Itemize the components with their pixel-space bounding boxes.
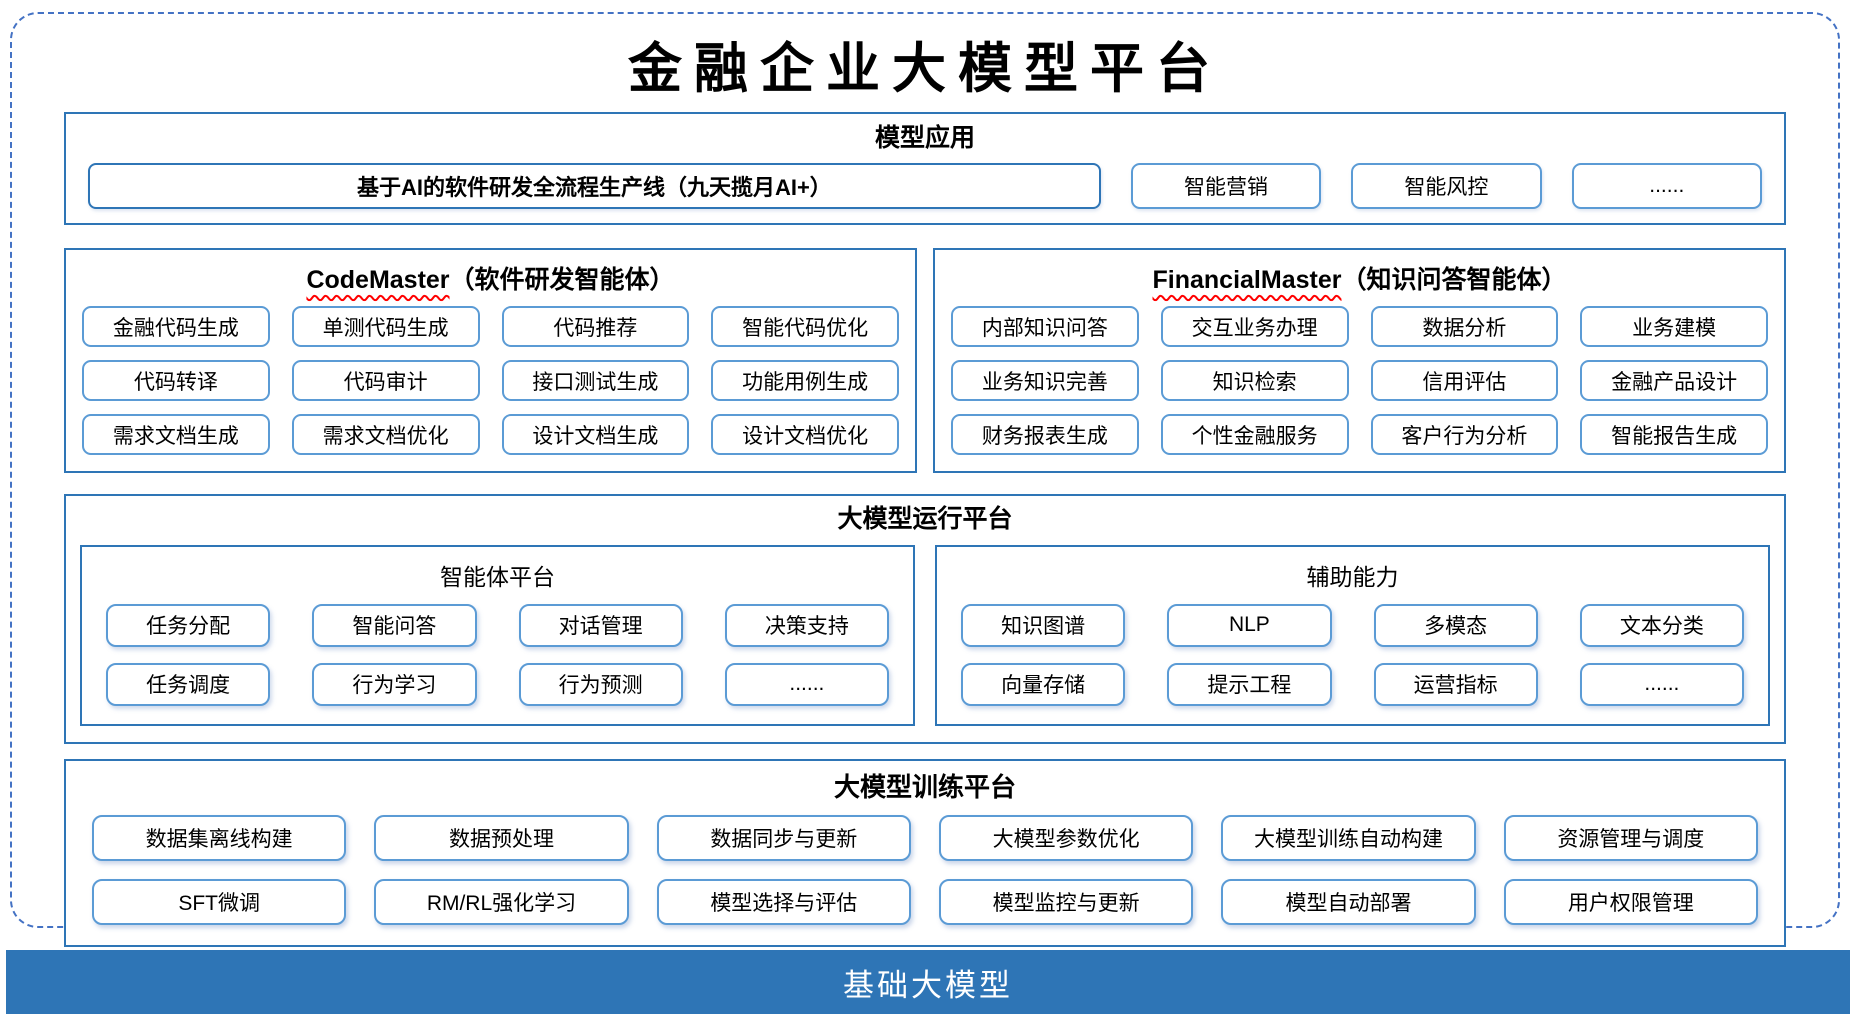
- financial-master-name: FinancialMaster: [1152, 266, 1342, 295]
- capability-chip: 信用评估: [1370, 360, 1559, 402]
- app-chip: ......: [1571, 163, 1762, 210]
- code-master-name: CodeMaster: [306, 266, 450, 295]
- capability-chip: 模型选择与评估: [656, 879, 911, 925]
- capability-chip: 财务报表生成: [951, 414, 1139, 456]
- runtime-row: 智能体平台 任务分配 智能问答 对话管理 决策支持 任务调度 行为学习 行为预测…: [80, 544, 1770, 726]
- foundation-model-label: 基础大模型: [843, 967, 1013, 1003]
- training-grid: 数据集离线构建 数据预处理 数据同步与更新 大模型参数优化 大模型训练自动构建 …: [92, 815, 1758, 925]
- capability-chip: 数据同步与更新: [656, 815, 911, 861]
- capability-chip: 智能报告生成: [1580, 414, 1768, 456]
- capability-chip: 模型自动部署: [1221, 879, 1476, 925]
- agents-row: CodeMaster（软件研发智能体） 金融代码生成 单测代码生成 代码推荐 智…: [64, 248, 1786, 474]
- app-chip: 智能风控: [1351, 163, 1542, 210]
- capability-chip: 运营指标: [1373, 662, 1538, 706]
- training-header: 大模型训练平台: [833, 771, 1016, 802]
- capability-chip: 个性金融服务: [1160, 414, 1349, 456]
- financial-master-subtitle: （知识问答智能体）: [1341, 266, 1567, 295]
- section-financial-master: FinancialMaster（知识问答智能体） 内部知识问答 交互业务办理 数…: [933, 248, 1786, 474]
- capability-chip: 文本分类: [1579, 603, 1744, 647]
- runtime-header: 大模型运行平台: [837, 505, 1013, 534]
- capability-chip: 大模型训练自动构建: [1221, 815, 1476, 861]
- section-training-platform: 大模型训练平台 数据集离线构建 数据预处理 数据同步与更新 大模型参数优化 大模…: [64, 758, 1786, 947]
- capability-chip: 资源管理与调度: [1503, 815, 1758, 861]
- subsection-agent-platform: 智能体平台 任务分配 智能问答 对话管理 决策支持 任务调度 行为学习 行为预测…: [80, 544, 915, 726]
- capability-chip: 需求文档生成: [82, 414, 270, 456]
- auxiliary-grid: 知识图谱 NLP 多模态 文本分类 向量存储 提示工程 运营指标 ......: [961, 603, 1744, 706]
- capability-chip: 数据预处理: [374, 815, 629, 861]
- capability-chip: 用户权限管理: [1503, 879, 1758, 925]
- capability-chip: 内部知识问答: [951, 306, 1139, 348]
- agent-platform-header: 智能体平台: [440, 563, 555, 590]
- section-runtime-platform: 大模型运行平台 智能体平台 任务分配 智能问答 对话管理 决策支持 任务调度 行…: [64, 494, 1786, 744]
- capability-chip: 单测代码生成: [291, 306, 480, 348]
- foundation-model-bar: 基础大模型: [6, 950, 1850, 1014]
- capability-chip: 金融代码生成: [82, 306, 270, 348]
- capability-chip: 对话管理: [518, 603, 683, 647]
- capability-chip: 智能问答: [312, 603, 477, 647]
- capability-chip: 大模型参数优化: [938, 815, 1194, 861]
- model-applications-row: 基于AI的软件研发全流程生产线（九天揽月AI+） 智能营销 智能风控 .....…: [88, 163, 1762, 210]
- capability-chip: 向量存储: [961, 662, 1126, 706]
- section-code-master: CodeMaster（软件研发智能体） 金融代码生成 单测代码生成 代码推荐 智…: [64, 248, 917, 474]
- page-title: 金融企业大模型平台: [628, 36, 1222, 100]
- capability-chip: 任务调度: [106, 662, 271, 706]
- app-chip: 智能营销: [1130, 163, 1322, 210]
- code-master-title: CodeMaster（软件研发智能体）: [82, 260, 899, 296]
- capability-chip: 提示工程: [1167, 662, 1332, 706]
- auxiliary-header: 辅助能力: [1306, 563, 1399, 590]
- agent-platform-grid: 任务分配 智能问答 对话管理 决策支持 任务调度 行为学习 行为预测 .....…: [106, 603, 889, 706]
- capability-chip: 模型监控与更新: [938, 879, 1194, 925]
- financial-master-title: FinancialMaster（知识问答智能体）: [951, 260, 1768, 296]
- code-master-subtitle: （软件研发智能体）: [449, 266, 675, 295]
- capability-chip: 多模态: [1373, 603, 1538, 647]
- model-applications-header: 模型应用: [874, 124, 975, 152]
- capability-chip: SFT微调: [92, 879, 347, 925]
- capability-chip: 接口测试生成: [501, 360, 690, 402]
- capability-chip: 设计文档生成: [501, 414, 690, 456]
- capability-chip: RM/RL强化学习: [374, 879, 629, 925]
- financial-master-grid: 内部知识问答 交互业务办理 数据分析 业务建模 业务知识完善 知识检索 信用评估…: [951, 306, 1768, 456]
- subsection-auxiliary: 辅助能力 知识图谱 NLP 多模态 文本分类 向量存储 提示工程 运营指标 ..…: [935, 544, 1770, 726]
- capability-chip: 数据分析: [1370, 306, 1559, 348]
- app-pipeline-chip: 基于AI的软件研发全流程生产线（九天揽月AI+）: [88, 163, 1101, 210]
- capability-chip: 设计文档优化: [711, 414, 899, 456]
- code-master-grid: 金融代码生成 单测代码生成 代码推荐 智能代码优化 代码转译 代码审计 接口测试…: [82, 306, 899, 456]
- capability-chip: 决策支持: [724, 603, 889, 647]
- capability-chip: 任务分配: [106, 603, 271, 647]
- capability-chip: 知识检索: [1160, 360, 1349, 402]
- capability-chip: 数据集离线构建: [92, 815, 347, 861]
- capability-chip: 交互业务办理: [1160, 306, 1349, 348]
- capability-chip: 业务知识完善: [951, 360, 1139, 402]
- capability-chip: 行为学习: [312, 662, 477, 706]
- section-model-applications: 模型应用 基于AI的软件研发全流程生产线（九天揽月AI+） 智能营销 智能风控 …: [64, 112, 1786, 226]
- capability-chip: 业务建模: [1580, 306, 1768, 348]
- capability-chip: 代码转译: [82, 360, 270, 402]
- capability-chip: 功能用例生成: [711, 360, 899, 402]
- capability-chip: 行为预测: [518, 662, 683, 706]
- capability-chip: 知识图谱: [961, 603, 1126, 647]
- capability-chip: ......: [1579, 662, 1744, 706]
- capability-chip: 代码推荐: [501, 306, 690, 348]
- capability-chip: 智能代码优化: [711, 306, 899, 348]
- capability-chip: 客户行为分析: [1370, 414, 1559, 456]
- capability-chip: ......: [724, 662, 889, 706]
- capability-chip: 代码审计: [291, 360, 480, 402]
- capability-chip: 金融产品设计: [1580, 360, 1768, 402]
- capability-chip: NLP: [1167, 603, 1332, 647]
- capability-chip: 需求文档优化: [291, 414, 480, 456]
- platform-frame: 金融企业大模型平台 模型应用 基于AI的软件研发全流程生产线（九天揽月AI+） …: [10, 12, 1840, 947]
